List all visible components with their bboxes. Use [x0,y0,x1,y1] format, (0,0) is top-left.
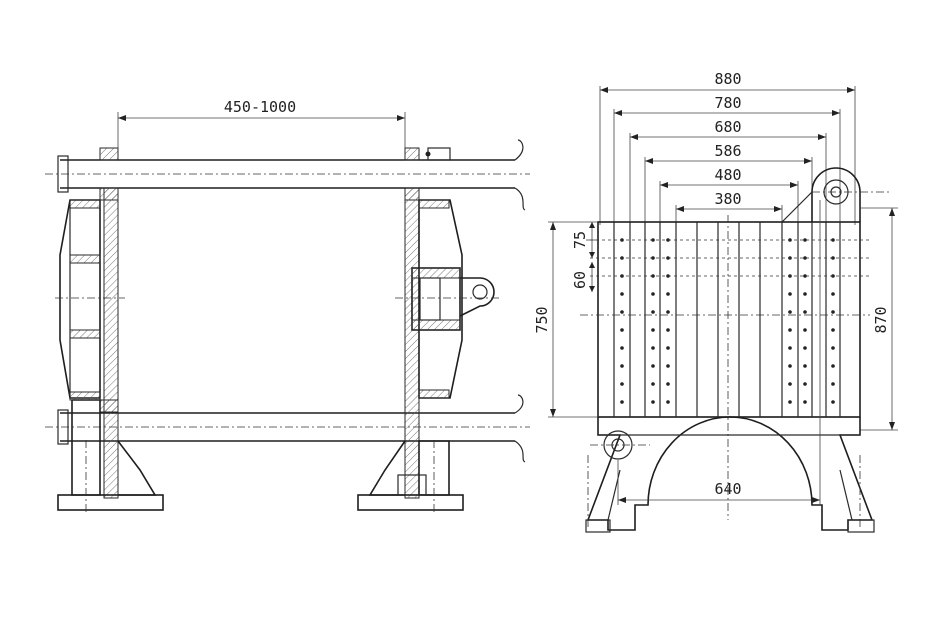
bolt-hole [788,292,792,296]
dim-vertical-left: 750 75 60 [533,221,598,418]
bolt-hole [803,364,807,368]
bolt-hole [803,400,807,404]
bolt-hole [620,382,624,386]
bolt-hole [831,400,835,404]
bolt-hole [666,328,670,332]
bolt-hole [620,346,624,350]
dim-label-380: 380 [714,190,741,208]
dim-label-60: 60 [571,271,589,289]
bolt-hole [803,346,807,350]
bolt-hole [651,400,655,404]
bolt-hole [788,382,792,386]
bolt-hole [651,310,655,314]
right-frame [357,147,500,515]
bolt-hole [651,292,655,296]
left-foot [57,399,164,515]
dim-label-870: 870 [872,306,890,333]
bolt-hole [803,238,807,242]
lifting-lug [781,167,890,223]
front-view: 880 780 680 586 [533,70,898,533]
bolt-hole [831,346,835,350]
bolt-hole [620,328,624,332]
bolt-hole [831,310,835,314]
bolt-hole [651,382,655,386]
dim-label-750: 750 [533,306,551,333]
row-centerlines [580,239,870,316]
dim-label-480: 480 [714,166,741,184]
left-frame [55,187,125,499]
dim-label-75: 75 [571,231,589,249]
bolt-hole [666,382,670,386]
base-frame: 640 [585,200,875,533]
bolt-hole [666,364,670,368]
bolt-hole [803,256,807,260]
bolt-hole [651,346,655,350]
bolt-hole [803,274,807,278]
bolt-hole [803,310,807,314]
dim-label-680: 680 [714,118,741,136]
bolt-hole [831,364,835,368]
bolt-hole [620,310,624,314]
hole-pattern [620,238,835,404]
bolt-hole [788,310,792,314]
bolt-hole [831,382,835,386]
bolt-hole [666,310,670,314]
dim-label-450-1000: 450-1000 [224,98,296,116]
left-top-nut [57,155,69,193]
dim-label-880: 880 [714,70,741,88]
bolt-hole [620,400,624,404]
left-bottom-collar [99,399,119,413]
dim-label-780: 780 [714,94,741,112]
dim-label-640: 640 [714,480,741,498]
bolt-hole [788,328,792,332]
bolt-hole [788,346,792,350]
bolt-hole [803,382,807,386]
side-view: 450-1000 [45,98,530,515]
bolt-hole [788,400,792,404]
dim-stack: 880 780 680 586 [599,70,856,225]
dim-left-span: 450-1000 [117,98,406,160]
vertical-plates [613,215,841,520]
bolt-hole [831,292,835,296]
dim-vertical-right: 870 [860,207,898,431]
grid-frame [597,221,861,418]
bolt-hole [651,364,655,368]
bolt-hole [666,400,670,404]
bolt-hole [620,292,624,296]
bolt-hole [788,364,792,368]
bolt-hole [666,346,670,350]
bolt-hole [831,328,835,332]
bolt-hole [803,328,807,332]
bolt-hole [651,328,655,332]
bolt-hole [666,292,670,296]
bolt-hole [620,364,624,368]
left-top-collar [99,147,119,161]
bolt-hole [803,292,807,296]
left-bottom-nut [57,409,69,445]
dim-label-586: 586 [714,142,741,160]
